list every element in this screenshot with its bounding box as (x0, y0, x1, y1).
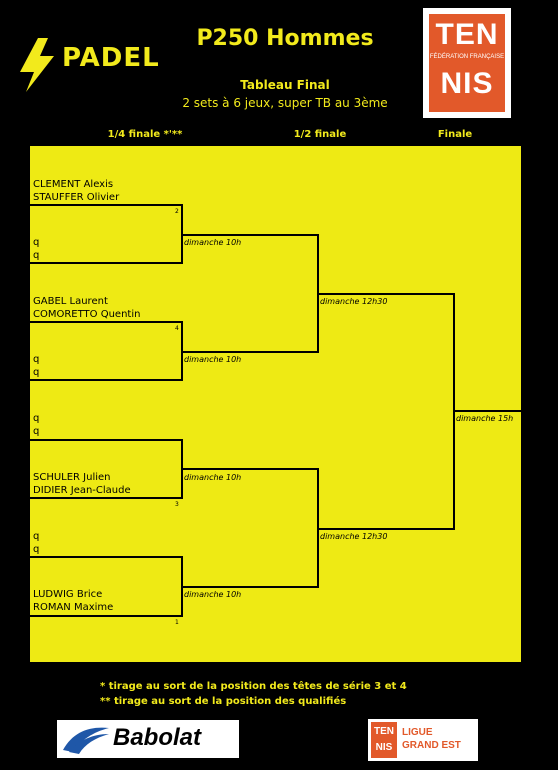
qf3-team-b-player-1: SCHULER Julien (33, 472, 111, 483)
sf2-winner-line (318, 528, 454, 530)
qf1-line-a (30, 204, 182, 206)
ligue-mini-fft-icon: TEN NIS (371, 722, 397, 758)
ligue-label-line2: GRAND EST (402, 740, 461, 751)
qf3-team-a-player-2: q (33, 426, 40, 437)
qf4-line-b (30, 615, 182, 617)
qf2-team-a-player-2: COMORETTO Quentin (33, 309, 141, 320)
bracket-subtitle: Tableau Final (240, 78, 330, 92)
qf3-team-b-player-2: DIDIER Jean-Claude (33, 485, 131, 496)
qf4-team-b-player-1: LUDWIG Brice (33, 589, 103, 600)
qf3-line-a (30, 439, 182, 441)
ligue-mini-bottom: NIS (375, 742, 393, 753)
qf1-team-b-player-2: q (33, 250, 40, 261)
qf2-line-a (30, 321, 182, 323)
ligue-grand-est-logo: TEN NIS LIGUE GRAND EST (368, 719, 478, 761)
babolat-logo: Babolat (57, 720, 239, 758)
qf3-schedule: dimanche 10h (184, 473, 242, 482)
page-title: P250 Hommes (196, 26, 374, 51)
babolat-swoosh-icon (63, 727, 109, 754)
ligue-mini-top: TEN (374, 726, 394, 737)
babolat-logo-text: Babolat (113, 724, 202, 751)
qf4-team-a-player-2: q (33, 544, 40, 555)
round-header-quarter: 1/4 finale *'** (107, 129, 183, 140)
qf4-line-a (30, 556, 182, 558)
match-format: 2 sets à 6 jeux, super TB au 3ème (182, 96, 388, 110)
qf2-schedule: dimanche 10h (184, 355, 242, 364)
fft-logo: TEN FÉDÉRATION FRANÇAISE NIS (423, 8, 511, 118)
note-seeds: * tirage au sort de la position des tête… (100, 681, 407, 692)
qf2-team-b-player-1: q (33, 354, 40, 365)
qf2-team-b-player-2: q (33, 367, 40, 378)
fft-logo-top: TEN (435, 18, 499, 51)
qf2-seed-a: 4 (175, 325, 179, 332)
ligue-label-line1: LIGUE (402, 727, 433, 738)
final-winner-line (454, 410, 521, 412)
qf3-winner-line (182, 468, 318, 470)
qf1-winner-line (182, 234, 318, 236)
qf4-schedule: dimanche 10h (184, 590, 242, 599)
qf4-team-a-player-1: q (33, 531, 40, 542)
qf1-schedule: dimanche 10h (184, 238, 242, 247)
sf1-winner-line (318, 293, 454, 295)
qf1-line-b (30, 262, 182, 264)
qf3-line-b (30, 497, 182, 499)
note-qualified: ** tirage au sort de la position des qua… (100, 696, 347, 707)
final-schedule: dimanche 15h (456, 414, 514, 423)
lightning-bolt-icon (20, 38, 54, 92)
fft-logo-bottom: NIS (440, 67, 494, 100)
round-header-semi: 1/2 finale (293, 129, 347, 140)
qf2-team-a-player-1: GABEL Laurent (33, 296, 108, 307)
qf3-team-a-player-1: q (33, 413, 40, 424)
fft-logo-federation: FÉDÉRATION FRANÇAISE (429, 54, 505, 60)
qf4-team-b-player-2: ROMAN Maxime (33, 602, 114, 613)
qf4-winner-line (182, 586, 318, 588)
padel-logo: PADEL (16, 36, 186, 94)
padel-logo-text: PADEL (62, 43, 160, 73)
qf3-seed-b: 3 (175, 501, 179, 508)
qf1-seed-a: 2 (175, 208, 179, 215)
round-header-final: Finale (437, 129, 473, 140)
sf1-schedule: dimanche 12h30 (320, 297, 388, 306)
sf2-schedule: dimanche 12h30 (320, 532, 388, 541)
qf2-line-b (30, 379, 182, 381)
qf1-team-b-player-1: q (33, 237, 40, 248)
qf1-team-a-player-1: CLEMENT Alexis (33, 179, 114, 190)
qf1-team-a-player-2: STAUFFER Olivier (33, 192, 120, 203)
qf4-seed-b: 1 (175, 619, 179, 626)
bracket-panel: CLEMENT Alexis STAUFFER Olivier 2 q q di… (30, 146, 521, 662)
qf2-winner-line (182, 351, 318, 353)
